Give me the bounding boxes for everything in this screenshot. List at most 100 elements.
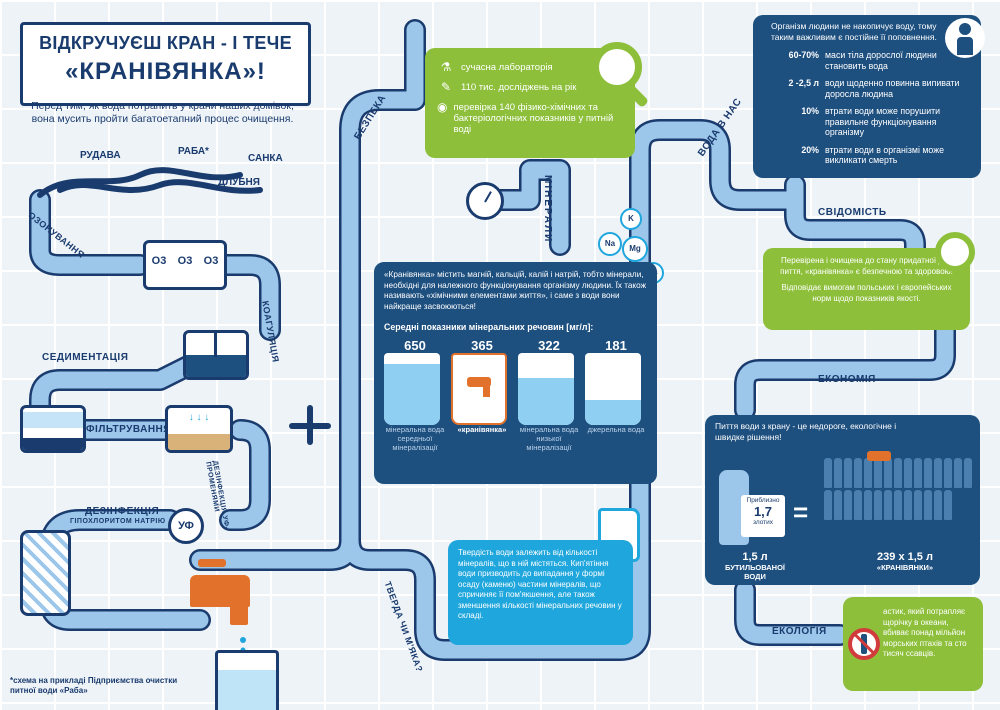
stage-disinfection: ДЕЗІНФЕКЦІЯ xyxy=(85,506,160,517)
tap-icon xyxy=(190,559,250,625)
magnifier-icon xyxy=(935,232,975,272)
footnote: *схема на прикладі Підприємства очистки … xyxy=(10,676,178,695)
stage-disinfection-sub: ГІПОХЛОРИТОМ НАТРІЮ xyxy=(70,518,166,525)
tap-water-value: 239 x 1,5 л xyxy=(877,551,933,563)
sedimentation-tank xyxy=(20,405,86,453)
lab-item: ✎ 110 тис. досліджень на рік xyxy=(437,80,625,94)
magnifier-icon xyxy=(592,42,642,92)
bottles-grid xyxy=(823,457,973,521)
minerals-subtitle: Середні показники мінеральних речовин [м… xyxy=(384,322,594,332)
bottled-text: БУТИЛЬОВАНОЇ ВОДИ xyxy=(724,563,785,581)
price-tag: Приблизно 1,7 злотих xyxy=(741,495,785,537)
stat-key: 10% xyxy=(801,106,819,116)
stat-key: 60-70% xyxy=(788,50,819,60)
lab-item-text: сучасна лабораторія xyxy=(461,62,553,73)
ozone-tank: O3 O3 O3 xyxy=(143,240,227,290)
glass-item: 322 мінеральна вода низької мінералізаці… xyxy=(518,338,580,452)
price-currency: злотих xyxy=(752,519,774,526)
glass-caption: джерельна вода xyxy=(587,425,645,434)
valve-wheel-icon xyxy=(285,405,331,445)
lab-item: ◉ перевірка 140 фізико-хімічних та бактер… xyxy=(437,100,625,135)
glass-value: 650 xyxy=(404,338,426,353)
glass-value: 322 xyxy=(538,338,560,353)
safe-box: Перевірена і очищена до стану придатної … xyxy=(763,248,970,330)
lab-item-text: перевірка 140 фізико-хімічних та бактері… xyxy=(453,102,614,135)
ozone-label: O3 xyxy=(203,255,219,267)
filter-tank: ↓ ↓ ↓ xyxy=(165,405,233,453)
stage-sedimentation: СЕДИМЕНТАЦІЯ xyxy=(42,352,129,363)
river-rudava: РУДАВА xyxy=(80,150,121,161)
uv-lamp: УФ xyxy=(168,508,204,544)
economy-box: Пиття води з крану - це недороге, еколог… xyxy=(705,415,980,585)
title-box: ВІДКРУЧУЄШ КРАН - І ТЕЧЕ «КРАНІВЯНКА»! xyxy=(20,22,311,106)
stat-key: 20% xyxy=(801,144,819,155)
lab-item: ⚗ сучасна лабораторія xyxy=(437,60,625,74)
glass-caption: мінеральна вода низької мінералізації xyxy=(519,425,579,452)
glass-tap-icon xyxy=(451,353,507,425)
intro-text: Перед тим, як вода потрапить у крани наш… xyxy=(31,100,294,125)
price-value: 1,7 xyxy=(753,504,773,519)
stat-value: втрати води в організмі може викликати с… xyxy=(825,144,944,166)
ion-bubble: Na xyxy=(598,232,622,256)
disinfection-pipe xyxy=(20,530,71,616)
water-glass-icon xyxy=(215,650,279,710)
river-dlubnya: ДЛУБНЯ xyxy=(218,177,260,188)
glass-item: 650 мінеральна вода середньої мінераліза… xyxy=(384,338,446,452)
title-line-1: ВІДКРУЧУЄШ КРАН - І ТЕЧЕ xyxy=(39,33,292,53)
tap-water-text: «КРАНІВЯНКИ» xyxy=(876,563,934,572)
stat-value: маси тіла дорослої людини становить вода xyxy=(825,50,937,71)
safe-text: Перевірена і очищена до стану придатної … xyxy=(780,256,953,276)
bottled-label: 1,5 л БУТИЛЬОВАНОЇ ВОДИ xyxy=(715,551,795,581)
stat-row: 60-70% маси тіла дорослої людини становит… xyxy=(761,50,973,71)
title-line-2: «КРАНІВЯНКА»! xyxy=(65,58,266,85)
price-approx: Приблизно xyxy=(746,497,780,504)
stat-key: 2 -2,5 л xyxy=(788,78,819,88)
gauge-icon xyxy=(466,182,504,220)
body-stats-box: Організм людини не накопичує воду, тому … xyxy=(753,15,981,178)
pipette-icon: ✎ xyxy=(440,80,452,94)
glass-item: 365 «кранівянка» xyxy=(451,338,513,452)
no-plastic-icon xyxy=(848,628,880,660)
glass-icon xyxy=(585,353,641,425)
lab-item-text: 110 тис. досліджень на рік xyxy=(461,82,577,93)
minerals-box: «Кранівянка» містить магній, кальцій, ка… xyxy=(374,262,657,484)
safe-text-2: Відповідає вимогам польських і європейсь… xyxy=(781,283,952,303)
river-sanka: САНКА xyxy=(248,153,283,164)
river-raba: РАБА* xyxy=(178,146,209,157)
pipe-label-minerals: МІНЕРАЛИ xyxy=(542,175,553,244)
stat-row: 10% втрати води може порушити правильне ф… xyxy=(761,106,973,138)
stage-filtration: ФІЛЬТРУВАННЯ xyxy=(86,424,171,435)
ion-bubble: Mg xyxy=(622,236,648,262)
pipe-label-awareness: СВІДОМІСТЬ xyxy=(818,207,887,218)
stat-value: втрати води може порушити правильне функ… xyxy=(825,106,941,137)
bottled-value: 1,5 л xyxy=(742,551,768,563)
equals-sign: = xyxy=(793,497,809,527)
tap-water-label: 239 x 1,5 л «КРАНІВЯНКИ» xyxy=(845,551,965,572)
person-icon xyxy=(945,18,985,58)
hardness-box: Твердість води залежить від кількості мі… xyxy=(448,540,633,645)
pipe-label-economy: ЕКОНОМІЯ xyxy=(818,374,876,385)
glass-caption: мінеральна вода середньої мінералізації xyxy=(385,425,445,452)
glass-icon xyxy=(384,353,440,425)
economy-title: Пиття води з крану - це недороге, еколог… xyxy=(715,421,897,442)
minerals-text: «Кранівянка» містить магній, кальцій, ка… xyxy=(384,270,647,311)
glass-value: 365 xyxy=(471,338,493,353)
glass-icon xyxy=(518,353,574,425)
glasses-row: 650 мінеральна вода середньої мінераліза… xyxy=(384,338,647,452)
pipe-label-ecology: ЕКОЛОГІЯ xyxy=(772,626,827,637)
microscope-icon: ⚗ xyxy=(440,60,452,74)
stat-value: води щоденно повинна випивати доросла лю… xyxy=(825,78,960,99)
ozone-label: O3 xyxy=(177,255,193,267)
tap-icon xyxy=(867,451,891,461)
stat-row: 20% втрати води в організмі може викликат… xyxy=(761,145,973,166)
glass-item: 181 джерельна вода xyxy=(585,338,647,452)
coagulation-tank xyxy=(183,330,249,380)
glass-caption: «кранівянка» xyxy=(457,425,507,434)
glass-value: 181 xyxy=(605,338,627,353)
ion-bubble: K xyxy=(620,208,642,230)
location-pin-icon: ◉ xyxy=(437,100,448,114)
body-intro: Організм людини не накопичує воду, тому … xyxy=(771,21,937,42)
ozone-label: O3 xyxy=(151,255,167,267)
stat-row: 2 -2,5 л води щоденно повинна випивати до… xyxy=(761,78,973,99)
